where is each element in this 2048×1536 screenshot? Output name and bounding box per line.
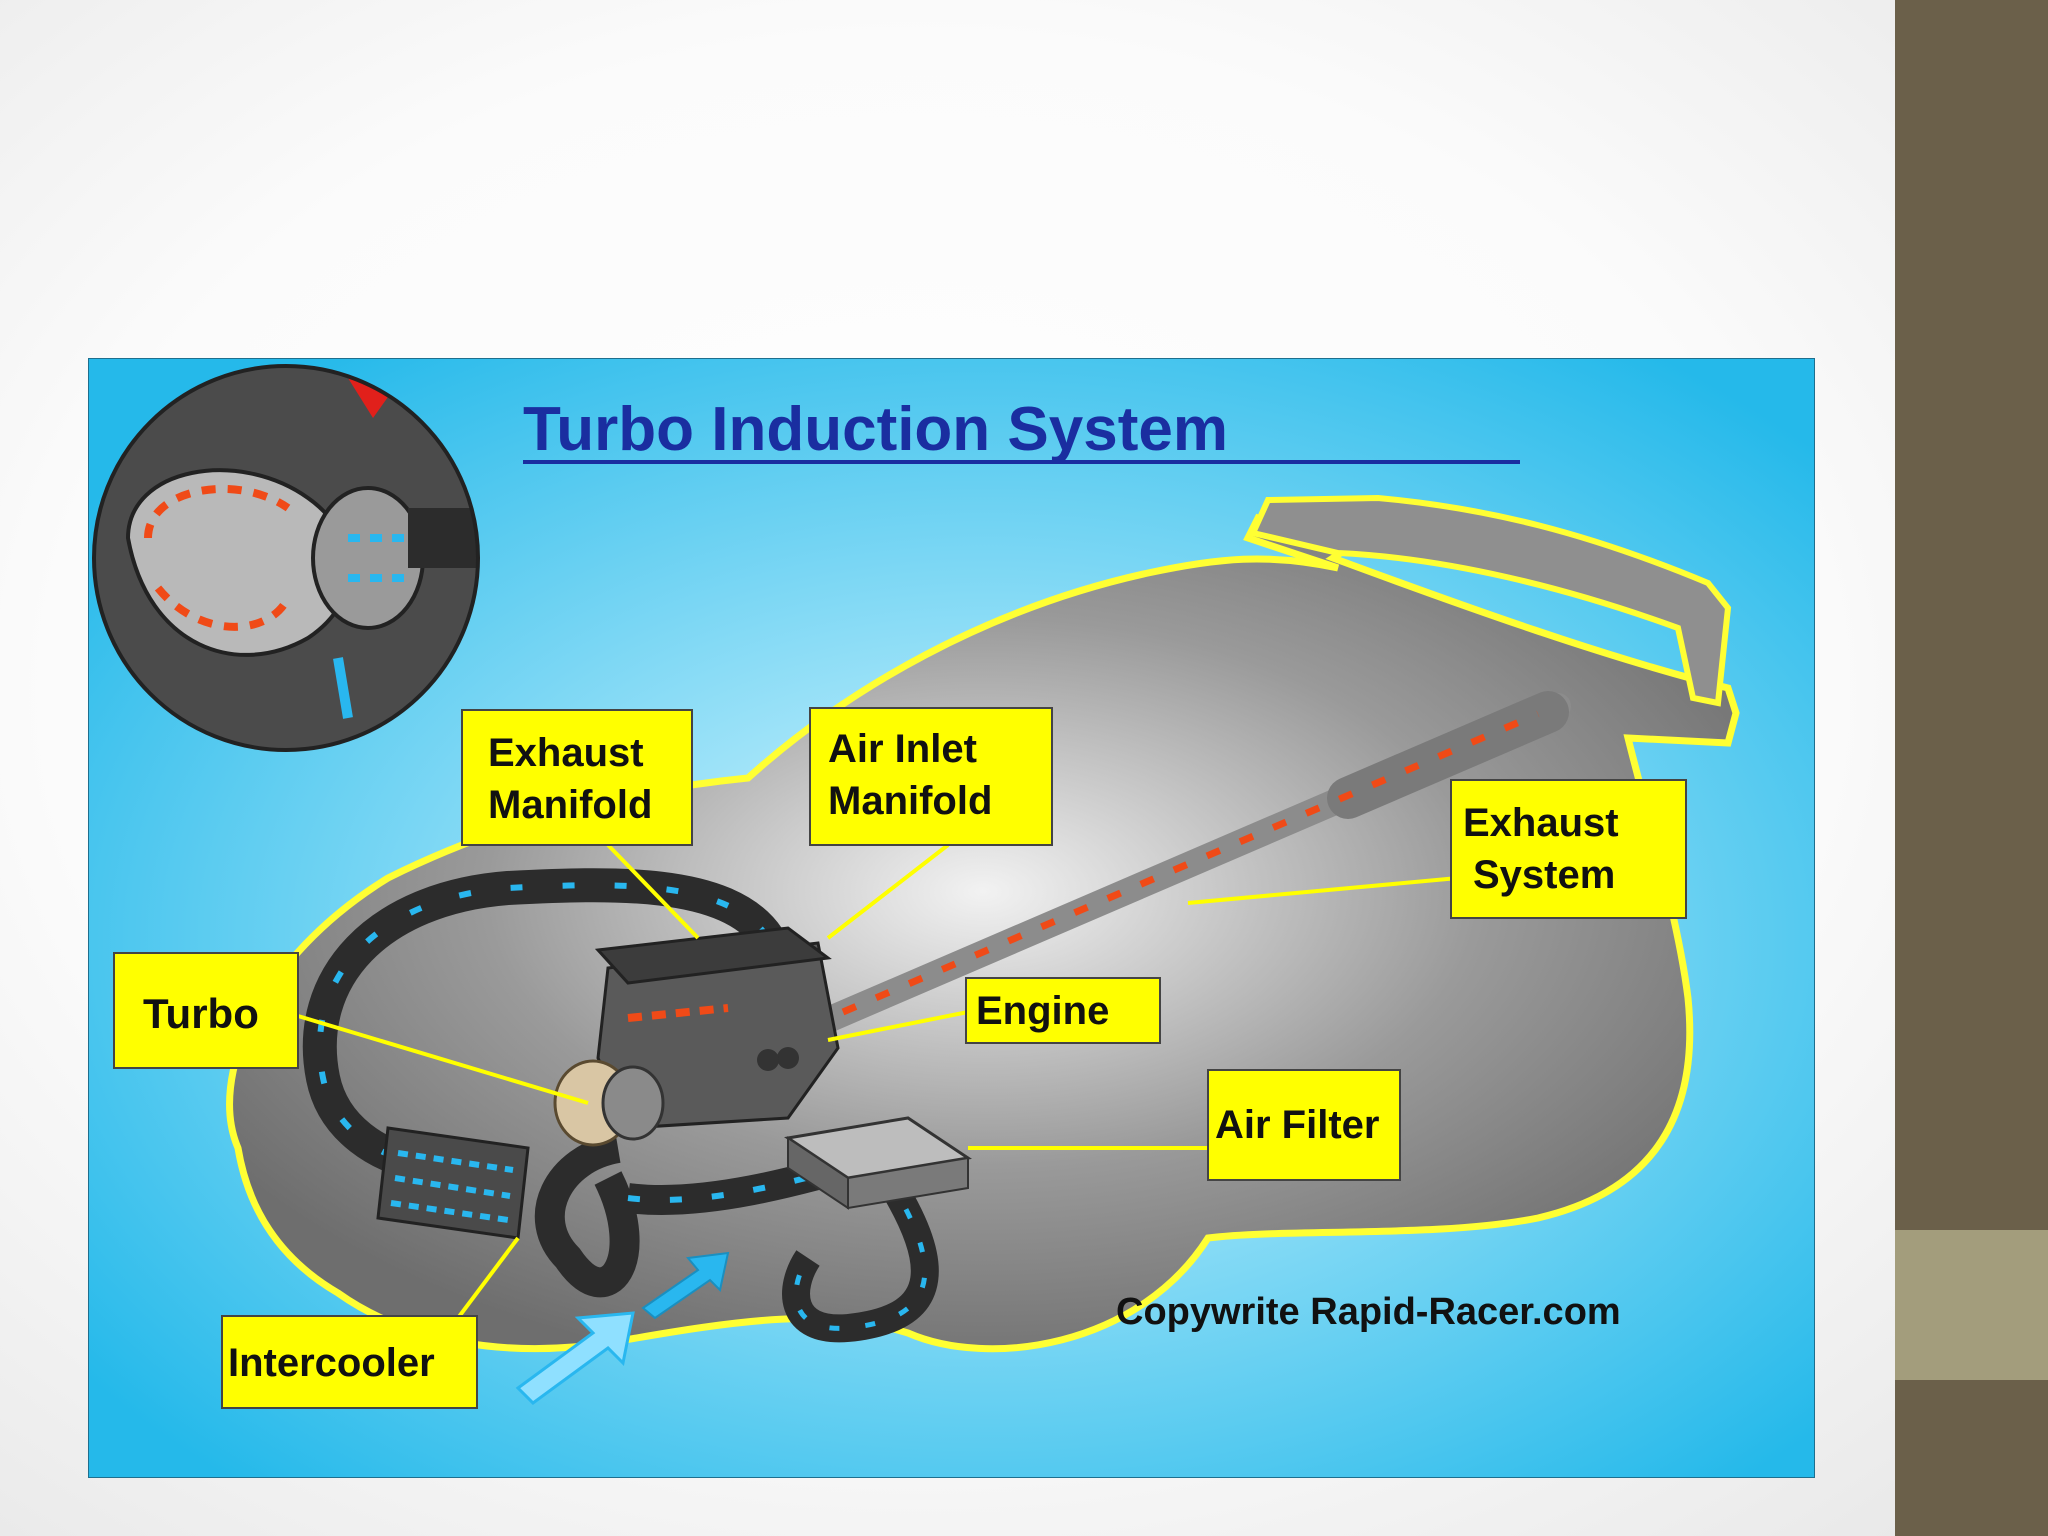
svg-text:Engine: Engine <box>976 989 1109 1033</box>
copyright-text: Copywrite Rapid-Racer.com <box>1116 1291 1621 1333</box>
sidebar-band-light <box>1895 1230 2048 1380</box>
svg-text:Air Filter: Air Filter <box>1215 1103 1379 1147</box>
label-air-inlet-manifold: Air Inlet Manifold <box>809 707 1053 846</box>
label-intercooler: Intercooler <box>221 1315 478 1409</box>
slide-sidebar <box>1895 0 2048 1536</box>
intake-arrow-medium <box>641 1251 730 1320</box>
sidebar-band-dark <box>1895 0 2048 1230</box>
svg-text:Exhaust: Exhaust <box>1463 801 1619 845</box>
sidebar-band-dark-lower <box>1895 1380 2048 1536</box>
intercooler-unit <box>376 1126 530 1240</box>
turbo-unit <box>553 1059 665 1147</box>
turbo-detail-inset <box>92 364 480 752</box>
air-filter-unit <box>784 1116 972 1210</box>
label-engine: Engine <box>965 977 1161 1044</box>
svg-text:Manifold: Manifold <box>828 779 992 823</box>
svg-text:Manifold: Manifold <box>488 783 652 827</box>
svg-text:Turbo: Turbo <box>143 990 259 1037</box>
label-exhaust-manifold: Exhaust Manifold <box>461 709 693 846</box>
diagram-title: Turbo Induction System <box>523 395 1228 464</box>
rear-spoiler <box>1248 494 1732 707</box>
intake-arrow-large <box>515 1311 635 1405</box>
svg-text:Exhaust: Exhaust <box>488 731 644 775</box>
svg-text:Air Inlet: Air Inlet <box>828 727 977 771</box>
svg-text:Intercooler: Intercooler <box>228 1341 435 1385</box>
label-exhaust-system: Exhaust System <box>1450 779 1687 919</box>
label-turbo: Turbo <box>113 952 299 1069</box>
turbo-induction-diagram: Turbo Induction System <box>88 358 1815 1478</box>
svg-text:System: System <box>1473 853 1615 897</box>
label-air-filter: Air Filter <box>1207 1069 1401 1181</box>
